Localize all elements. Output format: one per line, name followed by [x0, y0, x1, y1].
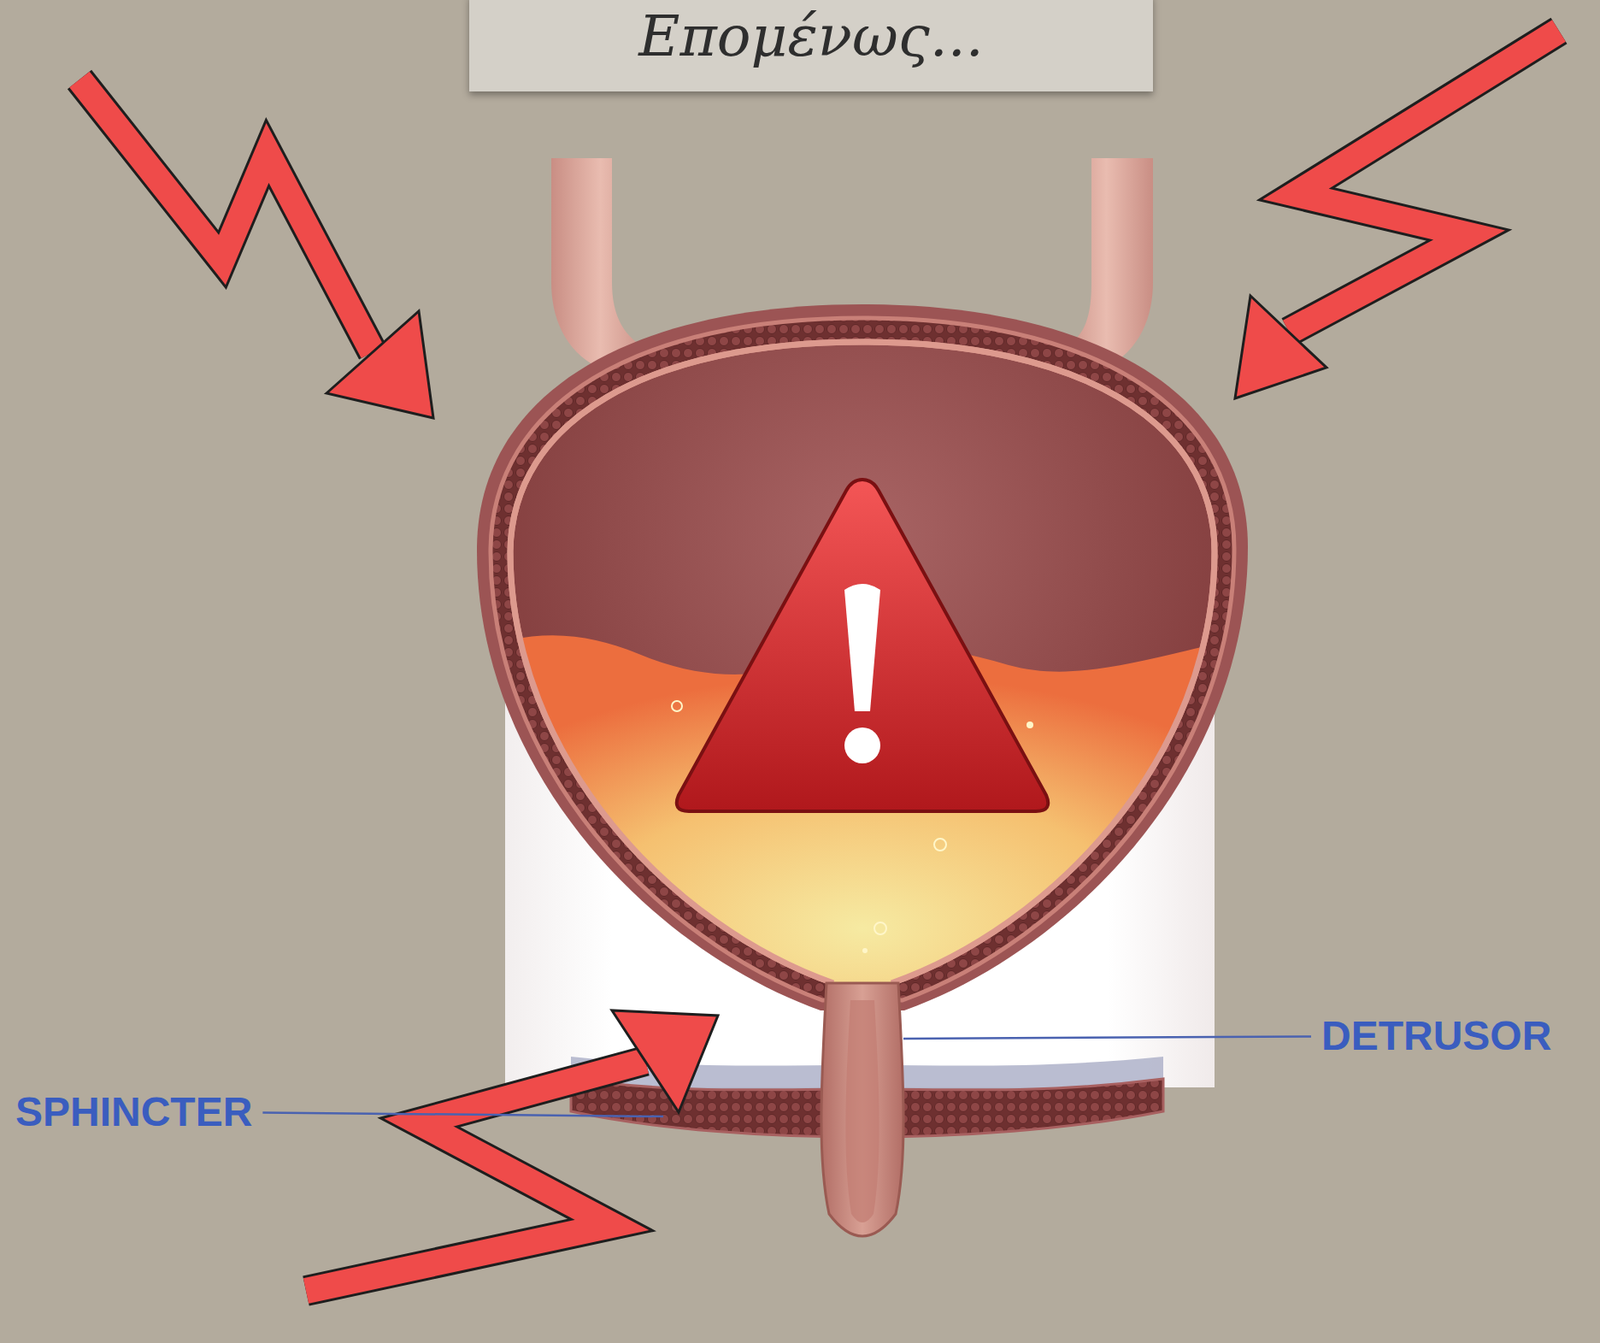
exclamation-bar	[844, 583, 881, 712]
part-label: DETRUSOR	[1321, 1013, 1552, 1059]
left-ureter	[551, 158, 650, 368]
title-box: Επομένως...	[469, 0, 1153, 92]
urethra	[821, 982, 904, 1236]
part-label: SPHINCTER	[15, 1089, 253, 1136]
slide-title: Επομένως...	[469, 1, 1153, 73]
leader-line	[903, 1035, 1312, 1039]
exclamation-dot	[844, 727, 881, 764]
warning-triangle	[676, 479, 1049, 812]
lightning-arrow	[305, 1010, 718, 1291]
leader-line	[262, 1111, 664, 1117]
lightning-arrow	[1235, 30, 1559, 399]
lightning-arrow	[79, 79, 434, 418]
